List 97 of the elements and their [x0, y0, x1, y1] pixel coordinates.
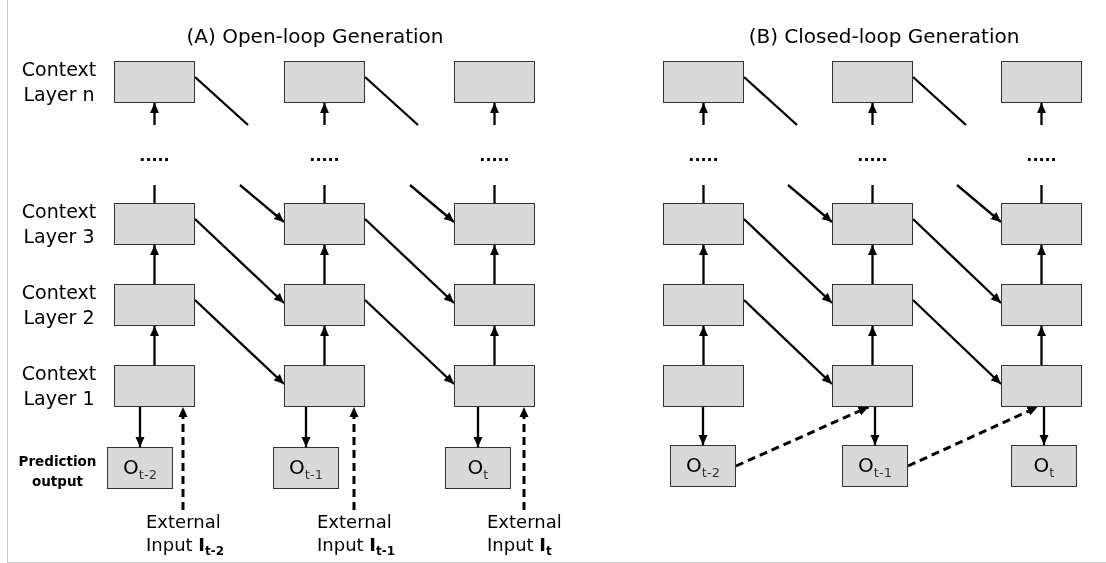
- layer-box: [114, 203, 195, 245]
- output-box: O$_{t}$: [1011, 445, 1077, 487]
- arrow: [907, 405, 1039, 468]
- ellipsis: .....: [1021, 125, 1062, 185]
- layer-box: [454, 203, 535, 245]
- arrow: [473, 407, 483, 447]
- layer-box: [454, 365, 535, 407]
- connector-line: [153, 185, 156, 203]
- arrow: [364, 218, 455, 304]
- row-label: Context Layer n: [20, 57, 98, 107]
- arrow: [490, 245, 499, 284]
- arrow: [787, 184, 833, 223]
- ellipsis: .....: [852, 125, 893, 185]
- arrow: [870, 407, 880, 445]
- layer-box: [1001, 284, 1082, 326]
- connector-line: [871, 185, 874, 203]
- panel-title: (B) Closed-loop Generation: [747, 24, 1021, 49]
- ellipsis: .....: [474, 125, 515, 185]
- arrow: [320, 326, 329, 365]
- arrow: [1037, 245, 1046, 284]
- layer-box: [663, 365, 744, 407]
- arrow: [320, 103, 329, 125]
- connector-line: [194, 76, 249, 126]
- arrow: [743, 218, 833, 304]
- arrow: [519, 407, 529, 510]
- arrow: [699, 103, 708, 125]
- arrow: [490, 326, 499, 365]
- layer-box: [1001, 203, 1082, 245]
- arrow: [912, 299, 1002, 385]
- arrow: [743, 299, 833, 385]
- layer-box: [454, 284, 535, 326]
- arrow: [135, 407, 145, 447]
- layer-box: [832, 284, 913, 326]
- layer-box: [284, 365, 365, 407]
- arrow: [699, 326, 708, 365]
- arrow: [1039, 407, 1049, 445]
- layer-box: [832, 203, 913, 245]
- panel-title: (A) Open-loop Generation: [185, 24, 445, 49]
- connector-line: [364, 76, 419, 126]
- row-label: Context Layer 2: [20, 280, 98, 330]
- layer-box: [284, 284, 365, 326]
- layer-box: [284, 203, 365, 245]
- arrow: [868, 326, 877, 365]
- connector-line: [743, 76, 798, 126]
- arrow: [349, 407, 359, 510]
- row-label: Context Layer 3: [20, 199, 98, 249]
- arrow: [150, 326, 159, 365]
- connector-line: [912, 76, 967, 126]
- arrow: [698, 407, 708, 445]
- arrow: [735, 405, 870, 468]
- arrow: [409, 184, 455, 223]
- output-box: O$_{t-2}$: [670, 445, 736, 487]
- ellipsis: .....: [134, 125, 175, 185]
- output-box: O$_{t-1}$: [842, 445, 908, 487]
- connector-line: [1040, 185, 1043, 203]
- row-label: Prediction output: [17, 452, 98, 491]
- layer-box: [1001, 61, 1082, 103]
- input-label: External Input I$_{t-1}$: [317, 510, 415, 563]
- layer-box: [663, 61, 744, 103]
- arrow: [912, 218, 1002, 304]
- layer-box: [114, 284, 195, 326]
- arrow: [150, 103, 159, 125]
- ellipsis: .....: [683, 125, 724, 185]
- arrow: [364, 299, 455, 385]
- arrow: [150, 245, 159, 284]
- arrow: [868, 245, 877, 284]
- layer-box: [454, 61, 535, 103]
- layer-box: [832, 365, 913, 407]
- input-label: External Input I$_{t}$: [487, 510, 585, 563]
- layer-box: [663, 284, 744, 326]
- connector-line: [323, 185, 326, 203]
- arrow: [699, 245, 708, 284]
- arrow: [320, 245, 329, 284]
- arrow: [194, 299, 285, 385]
- arrow: [1037, 103, 1046, 125]
- layer-box: [114, 61, 195, 103]
- ellipsis: .....: [304, 125, 345, 185]
- layer-box: [1001, 365, 1082, 407]
- arrow: [490, 103, 499, 125]
- arrow: [301, 407, 311, 447]
- output-box: O$_{t-2}$: [107, 447, 173, 489]
- input-label: External Input I$_{t-2}$: [146, 510, 244, 563]
- layer-box: [832, 61, 913, 103]
- arrow: [178, 407, 188, 510]
- layer-box: [284, 61, 365, 103]
- output-box: O$_{t-1}$: [273, 447, 339, 489]
- connector-line: [702, 185, 705, 203]
- output-box: O$_{t}$: [445, 447, 511, 489]
- arrow: [239, 184, 285, 223]
- arrow: [868, 103, 877, 125]
- arrow: [956, 184, 1002, 223]
- arrow: [1037, 326, 1046, 365]
- row-label: Context Layer 1: [20, 361, 98, 411]
- layer-box: [663, 203, 744, 245]
- connector-line: [493, 185, 496, 203]
- arrow: [194, 218, 285, 304]
- layer-box: [114, 365, 195, 407]
